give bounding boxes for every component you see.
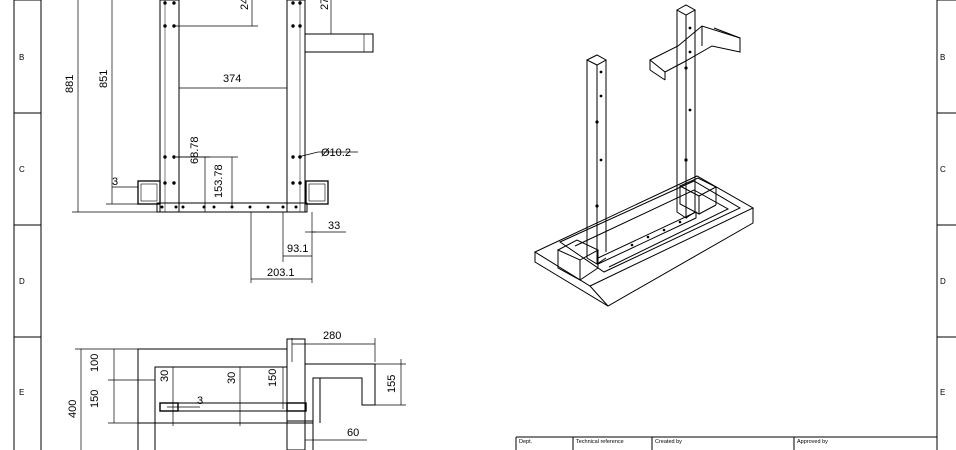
zone-label-c-left: C	[19, 165, 25, 174]
title-block-dept: Dept.	[519, 439, 533, 445]
top-view	[137, 338, 376, 450]
dim-851: 851	[98, 69, 110, 88]
iso-holes	[595, 26, 692, 247]
zone-label-e-right: E	[940, 388, 946, 397]
zone-label-c-right: C	[940, 165, 946, 174]
dim-93-1: 93.1	[287, 243, 309, 255]
dim-280: 280	[323, 330, 342, 342]
title-block	[515, 436, 937, 450]
title-block-technical-reference: Technical reference	[576, 439, 624, 445]
dim-30-left: 30	[159, 369, 171, 382]
dim-374: 374	[223, 73, 242, 85]
zone-label-d-right: D	[940, 277, 946, 286]
dim-100: 100	[89, 353, 101, 372]
front-dim-lines	[72, 0, 358, 283]
dim-400: 400	[67, 399, 79, 418]
zone-label-d-left: D	[19, 277, 25, 286]
title-block-approved-by: Approved by	[797, 439, 828, 445]
dim-150-left: 150	[89, 389, 101, 408]
zone-label-b-left: B	[19, 53, 25, 62]
dim-30-mid: 30	[226, 371, 238, 384]
title-block-created-by: Created by	[655, 439, 682, 445]
dim-155: 155	[386, 374, 398, 393]
top-dim-lines	[75, 338, 406, 450]
dim-3-top: 3	[197, 395, 204, 407]
dim-27: 27	[319, 0, 331, 10]
dim-203-1: 203.1	[267, 267, 295, 279]
front-holes	[160, 1, 302, 209]
dim-881: 881	[64, 74, 76, 93]
dim-3-front: 3	[112, 176, 119, 188]
isometric-view	[533, 4, 755, 307]
front-view	[137, 0, 374, 213]
dim-153-78: 153.78	[213, 164, 225, 198]
dim-33: 33	[328, 220, 341, 232]
dim-24: 24	[239, 0, 251, 10]
zone-label-e-left: E	[19, 388, 25, 397]
dim-hole-diameter: Ø10.2	[321, 147, 351, 159]
dim-150-right: 150	[267, 368, 279, 387]
dim-60: 60	[347, 427, 360, 439]
dim-68-78: 68.78	[189, 136, 201, 164]
zone-label-b-right: B	[940, 53, 946, 62]
